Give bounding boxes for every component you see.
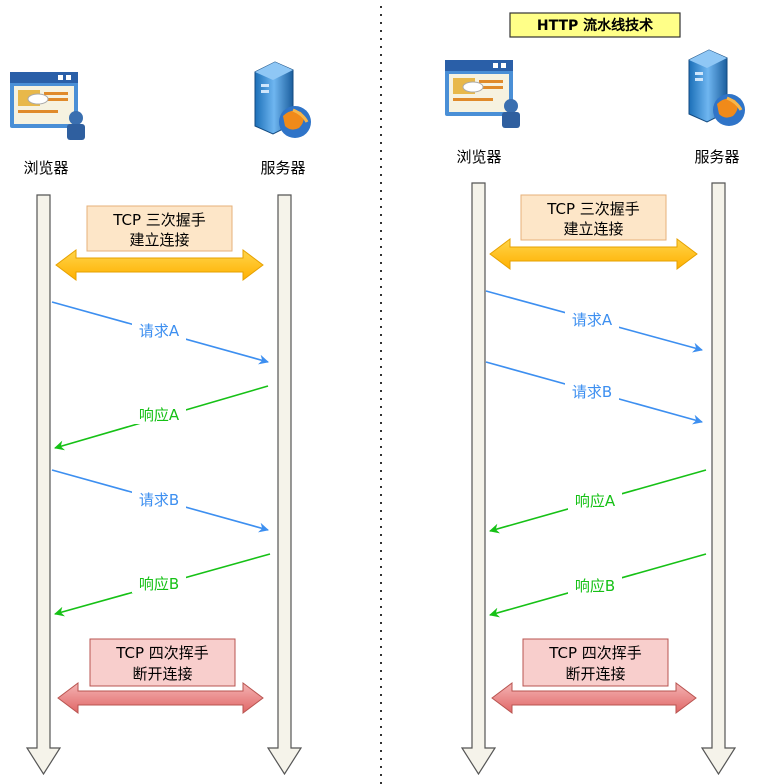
handshake-box: TCP 三次握手 建立连接 xyxy=(86,205,233,252)
message-label: 请求B xyxy=(139,491,179,509)
teardown-line1: TCP 四次挥手 xyxy=(115,644,209,662)
teardown-line2: 断开连接 xyxy=(565,665,625,683)
message-label: 请求B xyxy=(572,383,612,401)
teardown-box: TCP 四次挥手 断开连接 xyxy=(522,638,669,687)
message-response-a: 响应A xyxy=(489,469,707,534)
message-label: 请求A xyxy=(572,311,613,329)
browser-icon xyxy=(10,72,85,140)
teardown-box: TCP 四次挥手 断开连接 xyxy=(89,638,236,687)
handshake-box: TCP 三次握手 建立连接 xyxy=(520,194,667,241)
handshake-line1: TCP 三次握手 xyxy=(112,211,206,229)
message-label: 请求A xyxy=(139,322,180,340)
teardown-arrow xyxy=(491,682,697,714)
message-response-b: 响应B xyxy=(54,553,271,617)
teardown-line1: TCP 四次挥手 xyxy=(548,644,642,662)
diagram-title: HTTP 流水线技术 xyxy=(509,12,681,38)
handshake-line2: 建立连接 xyxy=(563,220,623,238)
server-icon xyxy=(688,49,745,126)
handshake-arrow xyxy=(55,249,264,281)
message-request-a: 请求A xyxy=(485,290,703,353)
message-label: 响应A xyxy=(139,406,180,424)
message-response-a: 响应A xyxy=(54,385,269,451)
teardown-line2: 断开连接 xyxy=(132,665,192,683)
title-text: HTTP 流水线技术 xyxy=(537,17,653,34)
message-label: 响应A xyxy=(575,492,616,510)
server-label: 服务器 xyxy=(694,148,739,166)
browser-label: 浏览器 xyxy=(456,148,501,166)
server-lifeline xyxy=(700,182,737,776)
browser-icon xyxy=(445,60,520,128)
message-request-b: 请求B xyxy=(51,469,269,533)
browser-lifeline xyxy=(25,194,62,776)
handshake-line1: TCP 三次握手 xyxy=(546,200,640,218)
message-request-a: 请求A xyxy=(51,301,269,365)
left-panel: 浏览器 服务器 TCP 三次握手 建立连接 请求A xyxy=(10,61,311,776)
handshake-arrow xyxy=(489,238,698,270)
server-icon xyxy=(254,61,311,138)
handshake-line2: 建立连接 xyxy=(129,231,189,249)
message-request-b: 请求B xyxy=(485,361,703,425)
browser-lifeline xyxy=(460,182,497,776)
teardown-arrow xyxy=(57,682,264,714)
message-label: 响应B xyxy=(139,575,179,593)
message-response-b: 响应B xyxy=(489,553,707,618)
message-label: 响应B xyxy=(575,577,615,595)
right-panel: 浏览器 服务器 TCP 三次握手 建立连接 请求A xyxy=(445,49,745,776)
server-lifeline xyxy=(266,194,303,776)
browser-label: 浏览器 xyxy=(23,159,68,177)
server-label: 服务器 xyxy=(260,159,305,177)
